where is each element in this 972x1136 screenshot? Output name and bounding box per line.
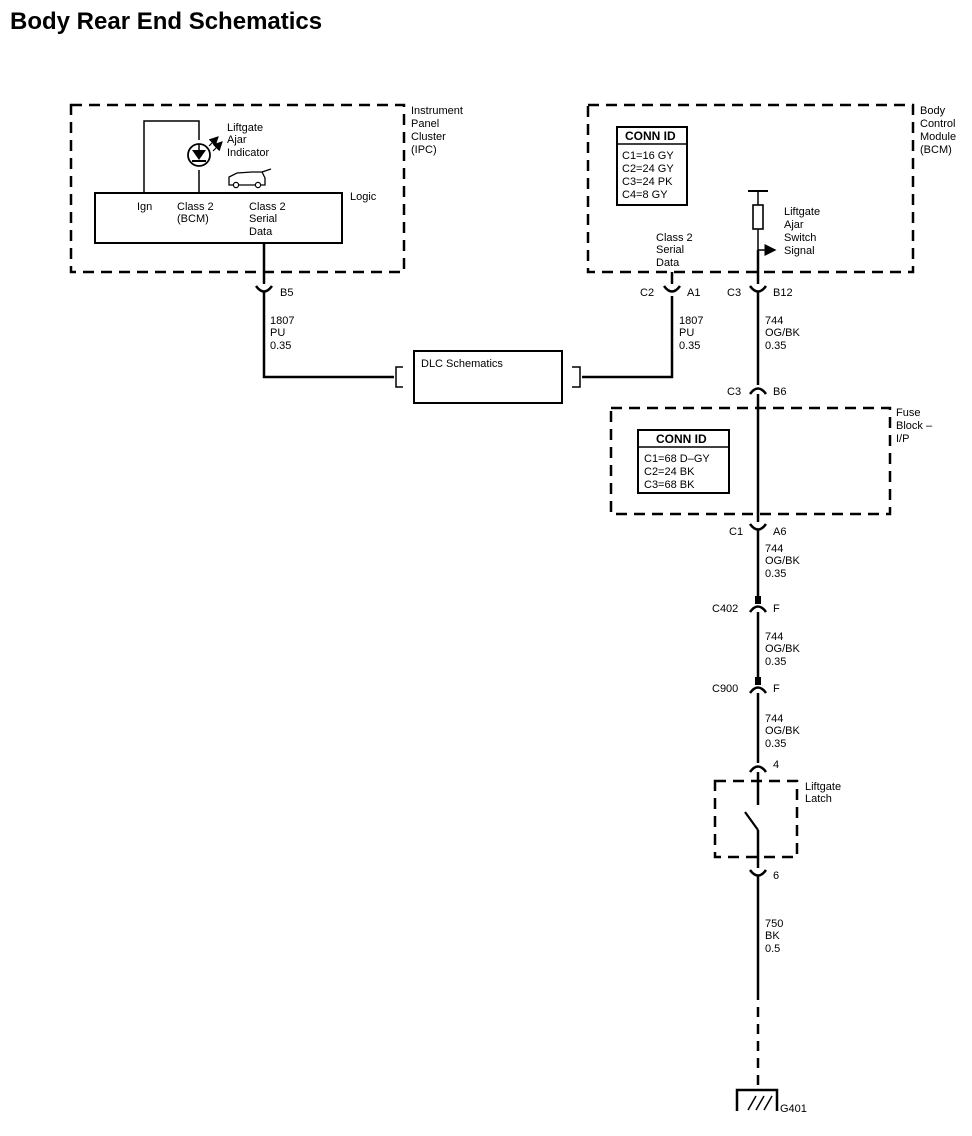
switch-signal-label: Liftgate Ajar Switch Signal — [784, 206, 823, 257]
latch-boundary — [713, 779, 799, 859]
wire-label-1807-left: 1807 PU 0.35 — [270, 315, 298, 352]
bcm-serial-data-label: Class 2 Serial Data — [656, 232, 696, 269]
conn-id-row: C3=24 PK — [622, 176, 673, 188]
conn-id-row: C1=68 D–GY — [644, 453, 710, 465]
connector-symbol — [662, 285, 682, 293]
pin-b12: B12 — [773, 287, 793, 299]
pin-4: 4 — [773, 759, 779, 771]
bcm-module: Body Control Module (BCM) CONN ID C1=16 … — [586, 103, 959, 274]
logic-box — [94, 192, 343, 244]
conn-id-row: C4=8 GY — [622, 189, 668, 201]
conn-id-row: C1=16 GY — [622, 150, 674, 162]
pin-b6: B6 — [773, 386, 786, 398]
dlc-box — [413, 350, 563, 404]
wire-label-744-1: 744 OG/BK 0.35 — [765, 315, 803, 352]
connector-symbol — [748, 523, 768, 531]
connector-symbol — [748, 765, 768, 773]
bcm-boundary — [586, 103, 915, 274]
conn-id-row: C2=24 BK — [644, 466, 695, 478]
dlc-reference: DLC Schematics — [395, 350, 581, 404]
ipc-name: Instrument Panel Cluster (IPC) — [411, 105, 466, 156]
bcm-conn-id-table: CONN ID C1=16 GY C2=24 GY C3=24 PK C4=8 … — [616, 126, 688, 206]
fuse-conn-id-title: CONN ID — [656, 432, 707, 446]
led-indicator-icon — [187, 136, 223, 167]
indicator-label: Liftgate Ajar Indicator — [227, 122, 270, 159]
page-title: Body Rear End Schematics — [10, 8, 323, 35]
conn-id-row: C3=68 BK — [644, 479, 695, 491]
wire-label-744-3: 744 OG/BK 0.35 — [765, 631, 803, 668]
conn-c1: C1 — [729, 526, 743, 538]
pin-b5: B5 — [280, 287, 293, 299]
connector-symbol — [748, 686, 768, 694]
ign-circuit — [143, 120, 200, 193]
fuse-conn-id-table: CONN ID C1=68 D–GY C2=24 BK C3=68 BK — [637, 429, 730, 494]
connector-symbol — [748, 285, 768, 293]
ground-label: G401 — [780, 1103, 807, 1115]
logic-label: Logic — [350, 191, 377, 203]
wire-label-744-4: 744 OG/BK 0.35 — [765, 713, 803, 750]
latch-name: Liftgate Latch — [805, 781, 844, 805]
wire-1807-left — [262, 292, 394, 379]
bcm-name: Body Control Module (BCM) — [920, 105, 959, 156]
fuse-block: Fuse Block – I/P CONN ID C1=68 D–GY C2=2… — [609, 406, 935, 516]
liftgate-latch: Liftgate Latch — [713, 772, 844, 868]
pin-6: 6 — [773, 870, 779, 882]
pin-f-c402: F — [773, 603, 780, 615]
conn-c900: C900 — [712, 683, 738, 695]
connector-symbol — [748, 605, 768, 613]
class2-bcm-label: Class 2 (BCM) — [177, 201, 217, 225]
ipc-module: Instrument Panel Cluster (IPC) Liftgate … — [69, 103, 466, 274]
conn-c3: C3 — [727, 287, 741, 299]
wire-label-1807-right: 1807 PU 0.35 — [679, 315, 707, 352]
class2-serial-label: Class 2 Serial Data — [249, 201, 289, 238]
liftgate-vehicle-icon — [228, 168, 272, 189]
pin-f-c900: F — [773, 683, 780, 695]
inline-pin-icon — [755, 677, 761, 685]
pin-a1: A1 — [687, 287, 700, 299]
ipc-boundary — [69, 103, 406, 274]
fuse-block-boundary — [609, 406, 892, 516]
pin-a6: A6 — [773, 526, 786, 538]
fuse-block-name: Fuse Block – I/P — [896, 407, 935, 445]
inline-pin-icon — [755, 596, 761, 604]
conn-c3-fuse: C3 — [727, 386, 741, 398]
wire-label-744-2: 744 OG/BK 0.35 — [765, 543, 803, 580]
dlc-label: DLC Schematics — [421, 358, 503, 370]
latch-switch-icon — [744, 811, 759, 831]
wire-1807-right — [582, 296, 674, 379]
conn-c402: C402 — [712, 603, 738, 615]
connector-symbol — [254, 285, 274, 293]
bcm-conn-id-title: CONN ID — [625, 129, 676, 143]
connector-symbol — [748, 387, 768, 395]
conn-id-row: C2=24 GY — [622, 163, 674, 175]
resistor-icon — [752, 204, 764, 230]
ground-icon — [735, 1088, 779, 1111]
ign-label: Ign — [137, 201, 152, 213]
connector-symbol — [748, 869, 768, 877]
conn-c2: C2 — [640, 287, 654, 299]
wire-label-750: 750 BK 0.5 — [765, 918, 786, 955]
